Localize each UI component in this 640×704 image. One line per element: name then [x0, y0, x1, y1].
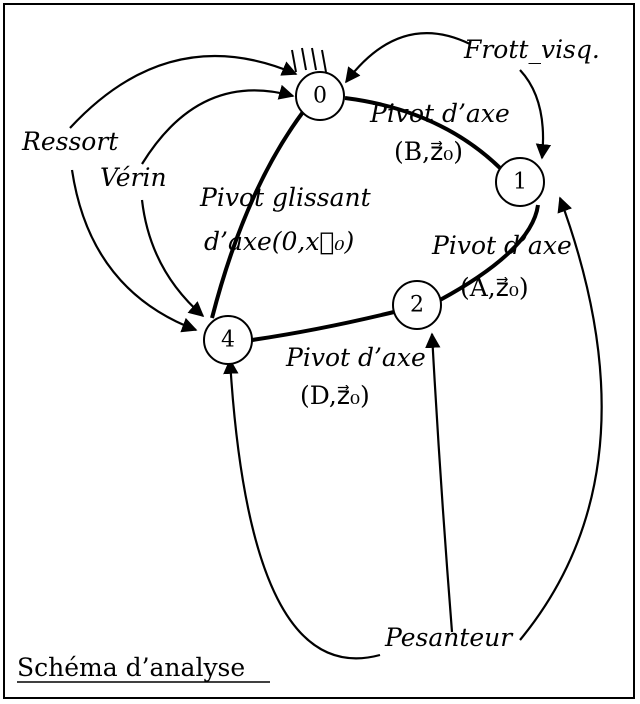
node-2-label: 2	[410, 293, 424, 318]
pesanteur-label: Pesanteur	[384, 623, 514, 652]
ressort-arrow-to-0	[69, 54, 298, 129]
pesanteur-arrow-to-4	[223, 358, 381, 660]
verin-arrow-to-4	[140, 199, 205, 318]
pivot-a-line2: (A,z⃗₀)	[460, 273, 529, 302]
frott-visq-label: Frott_visq.	[463, 35, 600, 64]
pivot-b-line1: Pivot d’axe	[369, 99, 510, 128]
node-1-label: 1	[513, 170, 527, 195]
link-0-1	[344, 96, 502, 170]
node-0: 0	[295, 71, 345, 121]
pivot-d-line1: Pivot d’axe	[285, 343, 426, 372]
pivot-b-line2: (B,z⃗₀)	[394, 137, 463, 166]
node-0-label: 0	[313, 84, 327, 109]
verin-arrow-to-0	[141, 84, 295, 165]
link-0-4	[210, 110, 305, 319]
frott-arrow-to-1	[519, 69, 552, 160]
pivot-a-line1: Pivot d’axe	[431, 231, 572, 260]
ressort-label: Ressort	[21, 127, 119, 156]
ground-hatch-icon	[291, 47, 327, 73]
verin-label: Vérin	[100, 163, 167, 192]
frott-arrow-to-0	[345, 32, 471, 84]
pesanteur-arrow-to-1	[519, 196, 603, 641]
pivot-glissant-line2: d’axe(0,x⃗₀)	[204, 227, 354, 256]
node-4-label: 4	[221, 328, 235, 353]
pivot-d-line2: (D,z⃗₀)	[300, 381, 370, 410]
ressort-arrow-to-4	[70, 169, 198, 333]
node-1: 1	[495, 157, 545, 207]
pivot-glissant-line1: Pivot glissant	[199, 183, 372, 212]
diagram-caption: Schéma d’analyse	[17, 653, 245, 682]
node-2: 2	[392, 280, 442, 330]
link-1-2	[439, 204, 540, 302]
node-4: 4	[203, 315, 253, 365]
link-2-4	[251, 310, 395, 342]
pesanteur-arrow-to-2	[425, 332, 454, 633]
